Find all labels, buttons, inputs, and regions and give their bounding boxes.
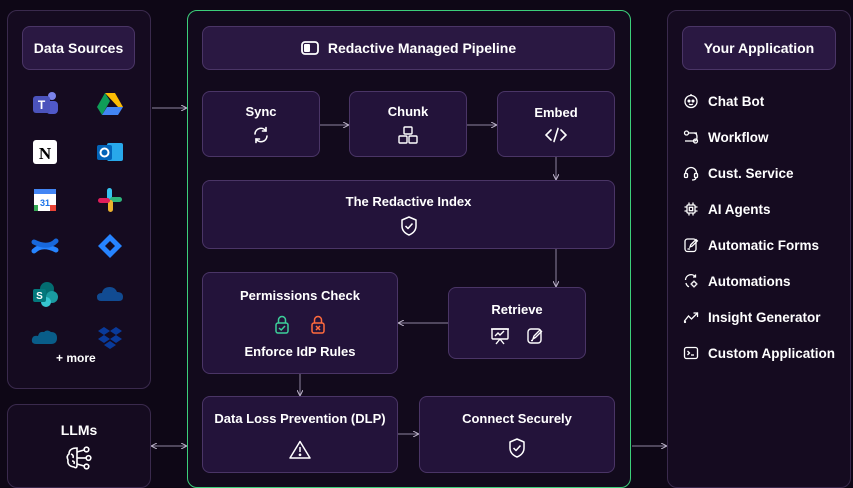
connect-step: Connect Securely xyxy=(419,396,615,473)
confluence-icon xyxy=(30,231,60,261)
app-item-cust-service: Cust. Service xyxy=(683,165,794,181)
dropbox-icon xyxy=(95,323,125,353)
llms-panel: LLMs xyxy=(7,404,151,488)
app-item-automations: Automations xyxy=(683,273,791,289)
more-sources-label: + more xyxy=(56,351,96,365)
svg-text:S: S xyxy=(36,291,43,302)
retrieve-step: Retrieve xyxy=(448,287,586,359)
application-title: Your Application xyxy=(682,26,836,70)
chip-icon xyxy=(684,202,698,216)
outlook-icon xyxy=(95,137,125,167)
data-sources-title: Data Sources xyxy=(22,26,135,70)
notion-icon: N xyxy=(30,137,60,167)
slack-icon xyxy=(95,185,125,215)
google-drive-icon xyxy=(95,89,125,119)
dlp-step: Data Loss Prevention (DLP) xyxy=(202,396,398,473)
app-item-workflow: Workflow xyxy=(683,129,769,145)
redactive-index: The Redactive Index xyxy=(202,180,615,249)
app-item-chat-bot: Chat Bot xyxy=(683,93,764,109)
shield-check-icon xyxy=(400,215,417,236)
data-sources-panel xyxy=(7,10,151,389)
svg-text:T: T xyxy=(38,98,46,112)
lock-denied-icon xyxy=(311,315,325,334)
teams-icon: T xyxy=(30,89,60,119)
application-panel xyxy=(667,10,851,488)
pipeline-title: Redactive Managed Pipeline xyxy=(202,26,615,70)
svg-text:N: N xyxy=(39,144,52,163)
app-item-ai-agents: AI Agents xyxy=(683,201,771,217)
svg-text:31: 31 xyxy=(40,198,50,208)
workflow-icon xyxy=(683,130,699,144)
headset-icon xyxy=(683,166,699,181)
llms-title: LLMs xyxy=(60,421,98,438)
terminal-icon xyxy=(683,346,699,360)
presentation-icon xyxy=(491,327,509,344)
chunk-step: Chunk xyxy=(349,91,467,157)
onedrive-icon xyxy=(95,279,125,309)
edit-doc-icon xyxy=(527,327,543,344)
sync-icon xyxy=(254,126,268,144)
app-item-insight-generator: Insight Generator xyxy=(683,309,821,325)
neural-network-icon xyxy=(66,445,92,470)
embed-step: Embed xyxy=(497,91,615,157)
warning-icon xyxy=(289,440,311,459)
sync-step: Sync xyxy=(202,91,320,157)
permissions-check: Permissions Check Enforce IdP Rules xyxy=(202,272,398,374)
shield-check-icon xyxy=(509,438,525,458)
google-calendar-icon: 31 xyxy=(30,185,60,215)
blocks-icon xyxy=(398,126,418,144)
form-icon xyxy=(684,238,699,253)
automation-icon xyxy=(684,274,698,288)
sharepoint-icon: S xyxy=(30,279,60,309)
app-item-automatic-forms: Automatic Forms xyxy=(683,237,819,253)
chatbot-icon xyxy=(684,94,698,109)
salesforce-icon xyxy=(30,323,60,353)
pipeline-logo-icon xyxy=(300,41,319,55)
jira-icon xyxy=(95,231,125,261)
trend-icon xyxy=(683,312,699,324)
lock-allowed-icon xyxy=(275,315,289,334)
app-item-custom-application: Custom Application xyxy=(683,345,835,361)
code-icon xyxy=(545,127,567,143)
